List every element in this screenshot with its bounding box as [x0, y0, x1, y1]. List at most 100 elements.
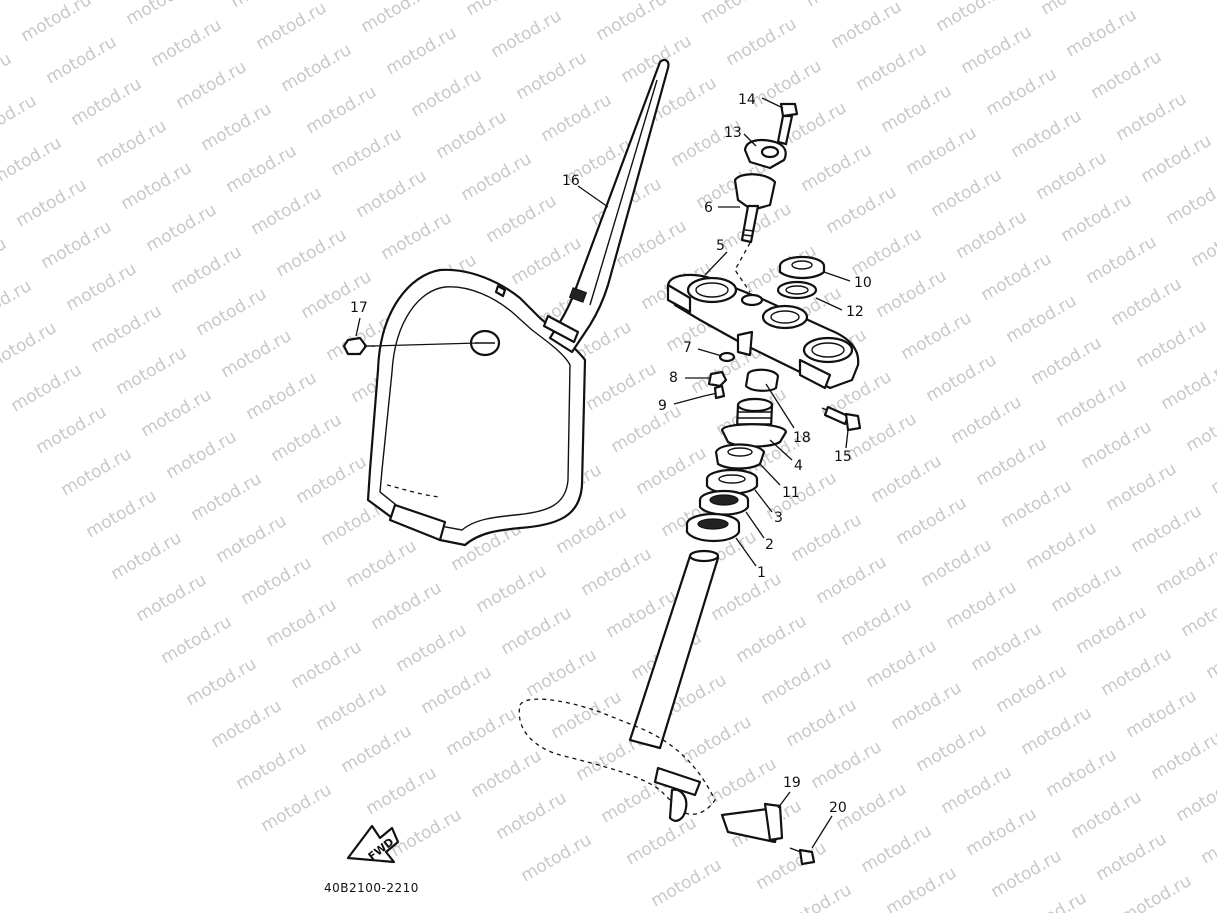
watermark-text: motod.ru [93, 116, 171, 172]
watermark-text: motod.ru [788, 510, 866, 566]
callout-9: 9 [658, 398, 667, 414]
callout-7: 7 [683, 340, 692, 356]
watermark-text: motod.ru [513, 48, 591, 104]
watermark-text: motod.ru [383, 23, 461, 79]
watermark-text: motod.ru [168, 242, 246, 298]
watermark-text: motod.ru [1158, 358, 1217, 414]
watermark-text: motod.ru [958, 22, 1036, 78]
watermark-text: motod.ru [1093, 829, 1171, 885]
upper-bracket-5 [666, 273, 860, 390]
watermark-text: motod.ru [903, 123, 981, 179]
watermark-text: motod.ru [33, 402, 111, 458]
watermark-text: motod.ru [198, 99, 276, 155]
plate-bolt-17 [342, 336, 479, 356]
watermark-text: motod.ru [863, 636, 941, 692]
watermark-text: motod.ru [238, 553, 316, 609]
watermark-text: motod.ru [0, 318, 60, 374]
watermark-text: motod.ru [998, 476, 1076, 532]
callout-18: 18 [793, 430, 811, 446]
watermark-text: motod.ru [138, 385, 216, 441]
watermark-text: motod.ru [288, 637, 366, 693]
callout-4: 4 [794, 458, 803, 474]
watermark-text: motod.ru [358, 0, 436, 37]
watermark-text: motod.ru [913, 720, 991, 776]
holder-lower-6 [733, 173, 777, 293]
guide-19 [720, 802, 784, 844]
watermark-text: motod.ru [133, 570, 211, 626]
watermark-text: motod.ru [633, 443, 711, 499]
watermark-text: motod.ru [1053, 375, 1131, 431]
watermark-text: motod.ru [968, 619, 1046, 675]
watermark-text: motod.ru [1063, 5, 1141, 61]
watermark-text: motod.ru [1198, 812, 1217, 868]
watermark-text: motod.ru [208, 696, 286, 752]
watermark-text: motod.ru [963, 804, 1041, 860]
watermark-text: motod.ru [1108, 274, 1186, 330]
watermark-text: motod.ru [708, 569, 786, 625]
watermark-text: motod.ru [58, 444, 136, 500]
watermark-text: motod.ru [1058, 190, 1136, 246]
watermark-text: motod.ru [803, 0, 881, 11]
lower-bracket [518, 698, 716, 822]
callout-19: 19 [783, 775, 801, 791]
callout-14: 14 [738, 92, 756, 108]
bolt-15 [821, 405, 862, 432]
watermark-text: motod.ru [473, 561, 551, 617]
steering-stem [628, 549, 720, 750]
watermark-text: motod.ru [408, 65, 486, 121]
callout-20: 20 [829, 800, 847, 816]
watermark-text: motod.ru [1123, 686, 1201, 742]
watermark-text: motod.ru [1178, 585, 1217, 641]
watermark-text: motod.ru [63, 259, 141, 315]
watermark-text: motod.ru [393, 620, 471, 676]
watermark-text: motod.ru [0, 49, 15, 105]
watermark-text: motod.ru [338, 721, 416, 777]
watermark-text: motod.ru [648, 855, 726, 911]
watermark-text: motod.ru [758, 653, 836, 709]
nut-10 [778, 255, 826, 280]
watermark-text: motod.ru [888, 678, 966, 734]
watermark-text: motod.ru [828, 0, 906, 53]
watermark-text: motod.ru [433, 107, 511, 163]
watermark-text: motod.ru [1163, 173, 1217, 229]
watermark-text: motod.ru [1213, 257, 1217, 313]
callout-17: 17 [350, 300, 368, 316]
watermark-text: motod.ru [68, 74, 146, 130]
watermark-text: motod.ru [943, 577, 1021, 633]
watermark-text: motod.ru [1033, 148, 1111, 204]
watermark-text: motod.ru [1038, 0, 1116, 19]
watermark-text: motod.ru [973, 434, 1051, 490]
watermark-text: motod.ru [1188, 215, 1217, 271]
watermark-text: motod.ru [1043, 745, 1121, 801]
watermark-text: motod.ru [753, 838, 831, 894]
watermark-text: motod.ru [253, 0, 331, 54]
watermark-text: motod.ru [258, 780, 336, 836]
drawing-code: 40B2100-2210 [324, 881, 419, 895]
watermark-text: motod.ru [8, 360, 86, 416]
watermark-text: motod.ru [1173, 770, 1217, 826]
watermark-text: motod.ru [893, 493, 971, 549]
watermark-text: motod.ru [1008, 106, 1086, 162]
bearing-1 [685, 512, 741, 542]
watermark-text: motod.ru [548, 687, 626, 743]
watermark-text: motod.ru [733, 611, 811, 667]
watermark-text: motod.ru [443, 704, 521, 760]
watermark-text: motod.ru [488, 6, 566, 62]
watermark-text: motod.ru [0, 234, 10, 290]
watermark-text: motod.ru [188, 469, 266, 525]
callout-12: 12 [846, 304, 864, 320]
watermark-text: motod.ru [988, 846, 1066, 902]
watermark-text: motod.ru [353, 166, 431, 222]
watermark-text: motod.ru [778, 880, 856, 913]
watermark-text: motod.ru [868, 451, 946, 507]
watermark-text: motod.ru [183, 654, 261, 710]
watermark-text: motod.ru [798, 140, 876, 196]
watermark-text: motod.ru [158, 612, 236, 668]
watermark-text: motod.ru [1018, 703, 1096, 759]
watermark-text: motod.ru [1068, 787, 1146, 843]
watermark-text: motod.ru [878, 81, 956, 137]
callout-8: 8 [669, 370, 678, 386]
watermark-text: motod.ru [328, 124, 406, 180]
watermark-text: motod.ru [418, 662, 496, 718]
watermark-text: motod.ru [1088, 47, 1166, 103]
